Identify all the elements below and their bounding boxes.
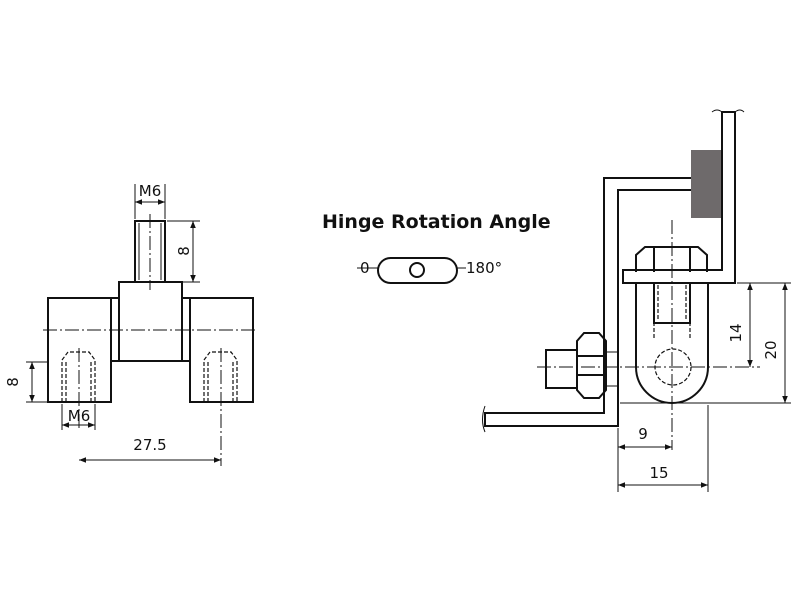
- bolt-end: [545, 349, 578, 389]
- angle-end-label: 180°: [466, 259, 502, 277]
- dim-9-label: 9: [638, 425, 648, 443]
- pivot-icon: [409, 262, 425, 278]
- hinge-front-view: M6 8 8 M6 27.5: [4, 182, 258, 466]
- dim-20-label: 20: [762, 340, 780, 359]
- center-knuckle: [118, 281, 183, 362]
- rotation-title: Hinge Rotation Angle: [322, 211, 551, 233]
- hole-spacing-label: 27.5: [133, 436, 166, 454]
- gasket: [691, 150, 721, 218]
- hole-depth-label: 8: [4, 377, 22, 387]
- dim-14-label: 14: [727, 323, 745, 342]
- dim-15-label: 15: [649, 464, 668, 482]
- rotation-angle-legend: Hinge Rotation Angle 0 180°: [322, 211, 551, 284]
- stud-length-label: 8: [175, 246, 193, 256]
- hinge-section-view: 14 20 9 15: [482, 109, 791, 492]
- stud-thread-label: M6: [139, 182, 162, 200]
- angle-start-label: 0: [360, 259, 370, 277]
- hex-nut: [576, 332, 607, 399]
- hole-thread-label: M6: [68, 407, 91, 425]
